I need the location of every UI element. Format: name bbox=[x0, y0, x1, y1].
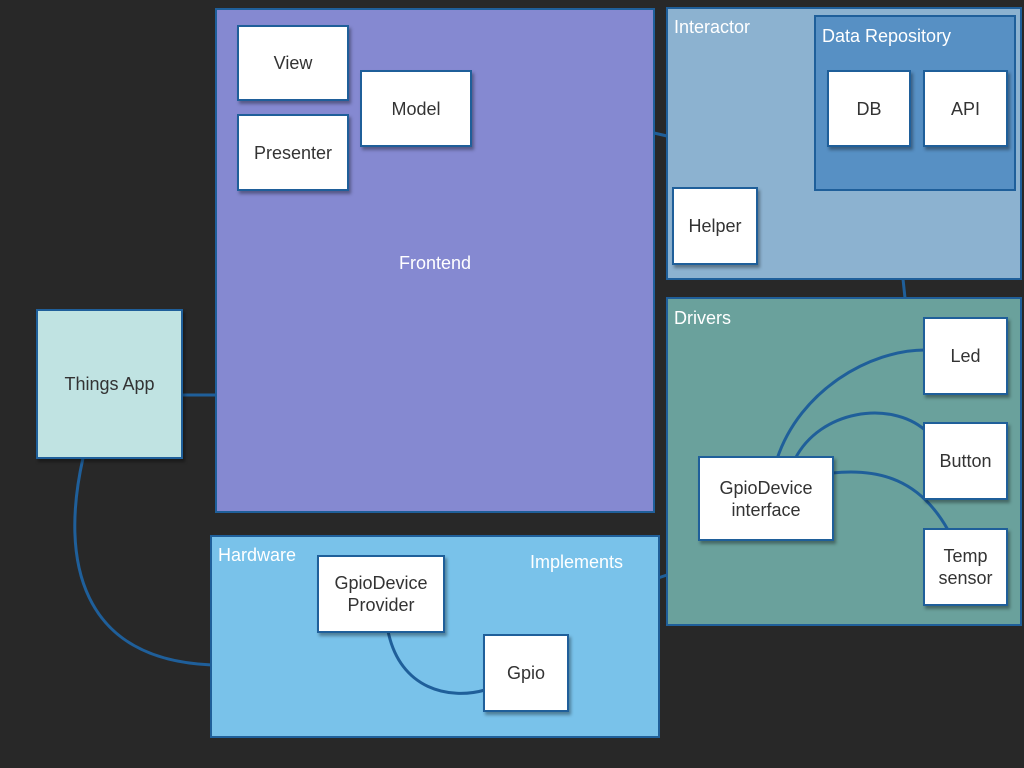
helper-label: Helper bbox=[688, 216, 742, 236]
led-label: Led bbox=[950, 346, 981, 366]
api-box[interactable]: API bbox=[923, 70, 1008, 147]
led-box[interactable]: Led bbox=[923, 317, 1008, 395]
data-repository-title: Data Repository bbox=[822, 26, 952, 46]
connector-interface-temp bbox=[831, 470, 950, 531]
things-app-box[interactable]: Things App bbox=[36, 309, 183, 459]
helper-box[interactable]: Helper bbox=[672, 187, 758, 265]
temp-sensor-label: Temp sensor bbox=[938, 546, 993, 588]
things-app-label: Things App bbox=[64, 374, 155, 394]
gpio-device-provider-box[interactable]: GpioDevice Provider bbox=[317, 555, 445, 633]
connector-interactor-drivers bbox=[901, 278, 907, 299]
db-box[interactable]: DB bbox=[827, 70, 911, 147]
hardware-title: Hardware bbox=[218, 545, 297, 565]
connector-frontend-interactor bbox=[653, 131, 668, 138]
gpio-box[interactable]: Gpio bbox=[483, 634, 569, 712]
connector-provider-gpio bbox=[386, 630, 486, 695]
drivers-title: Drivers bbox=[674, 308, 731, 328]
connector-interface-led bbox=[775, 348, 926, 460]
gpio-device-interface-box[interactable]: GpioDevice interface bbox=[698, 456, 834, 541]
implements-label: Implements bbox=[530, 552, 624, 572]
temp-sensor-box[interactable]: Temp sensor bbox=[923, 528, 1008, 606]
button-box[interactable]: Button bbox=[923, 422, 1008, 500]
gpio-label: Gpio bbox=[506, 663, 546, 683]
interactor-title: Interactor bbox=[674, 17, 751, 37]
connector-app-hardware bbox=[73, 457, 213, 667]
presenter-box[interactable]: Presenter bbox=[237, 114, 349, 191]
gpio-device-interface-label: GpioDevice interface bbox=[719, 477, 813, 520]
model-box[interactable]: Model bbox=[360, 70, 472, 147]
connector-interface-button bbox=[793, 411, 926, 460]
api-label: API bbox=[950, 98, 980, 119]
presenter-label: Presenter bbox=[253, 142, 333, 163]
db-label: DB bbox=[856, 98, 882, 119]
button-label: Button bbox=[939, 451, 992, 471]
model-label: Model bbox=[391, 98, 441, 119]
frontend-title: Frontend bbox=[398, 253, 472, 273]
view-box[interactable]: View bbox=[237, 25, 349, 101]
gpio-device-provider-label: GpioDevice Provider bbox=[334, 573, 428, 615]
view-label: View bbox=[273, 53, 313, 73]
